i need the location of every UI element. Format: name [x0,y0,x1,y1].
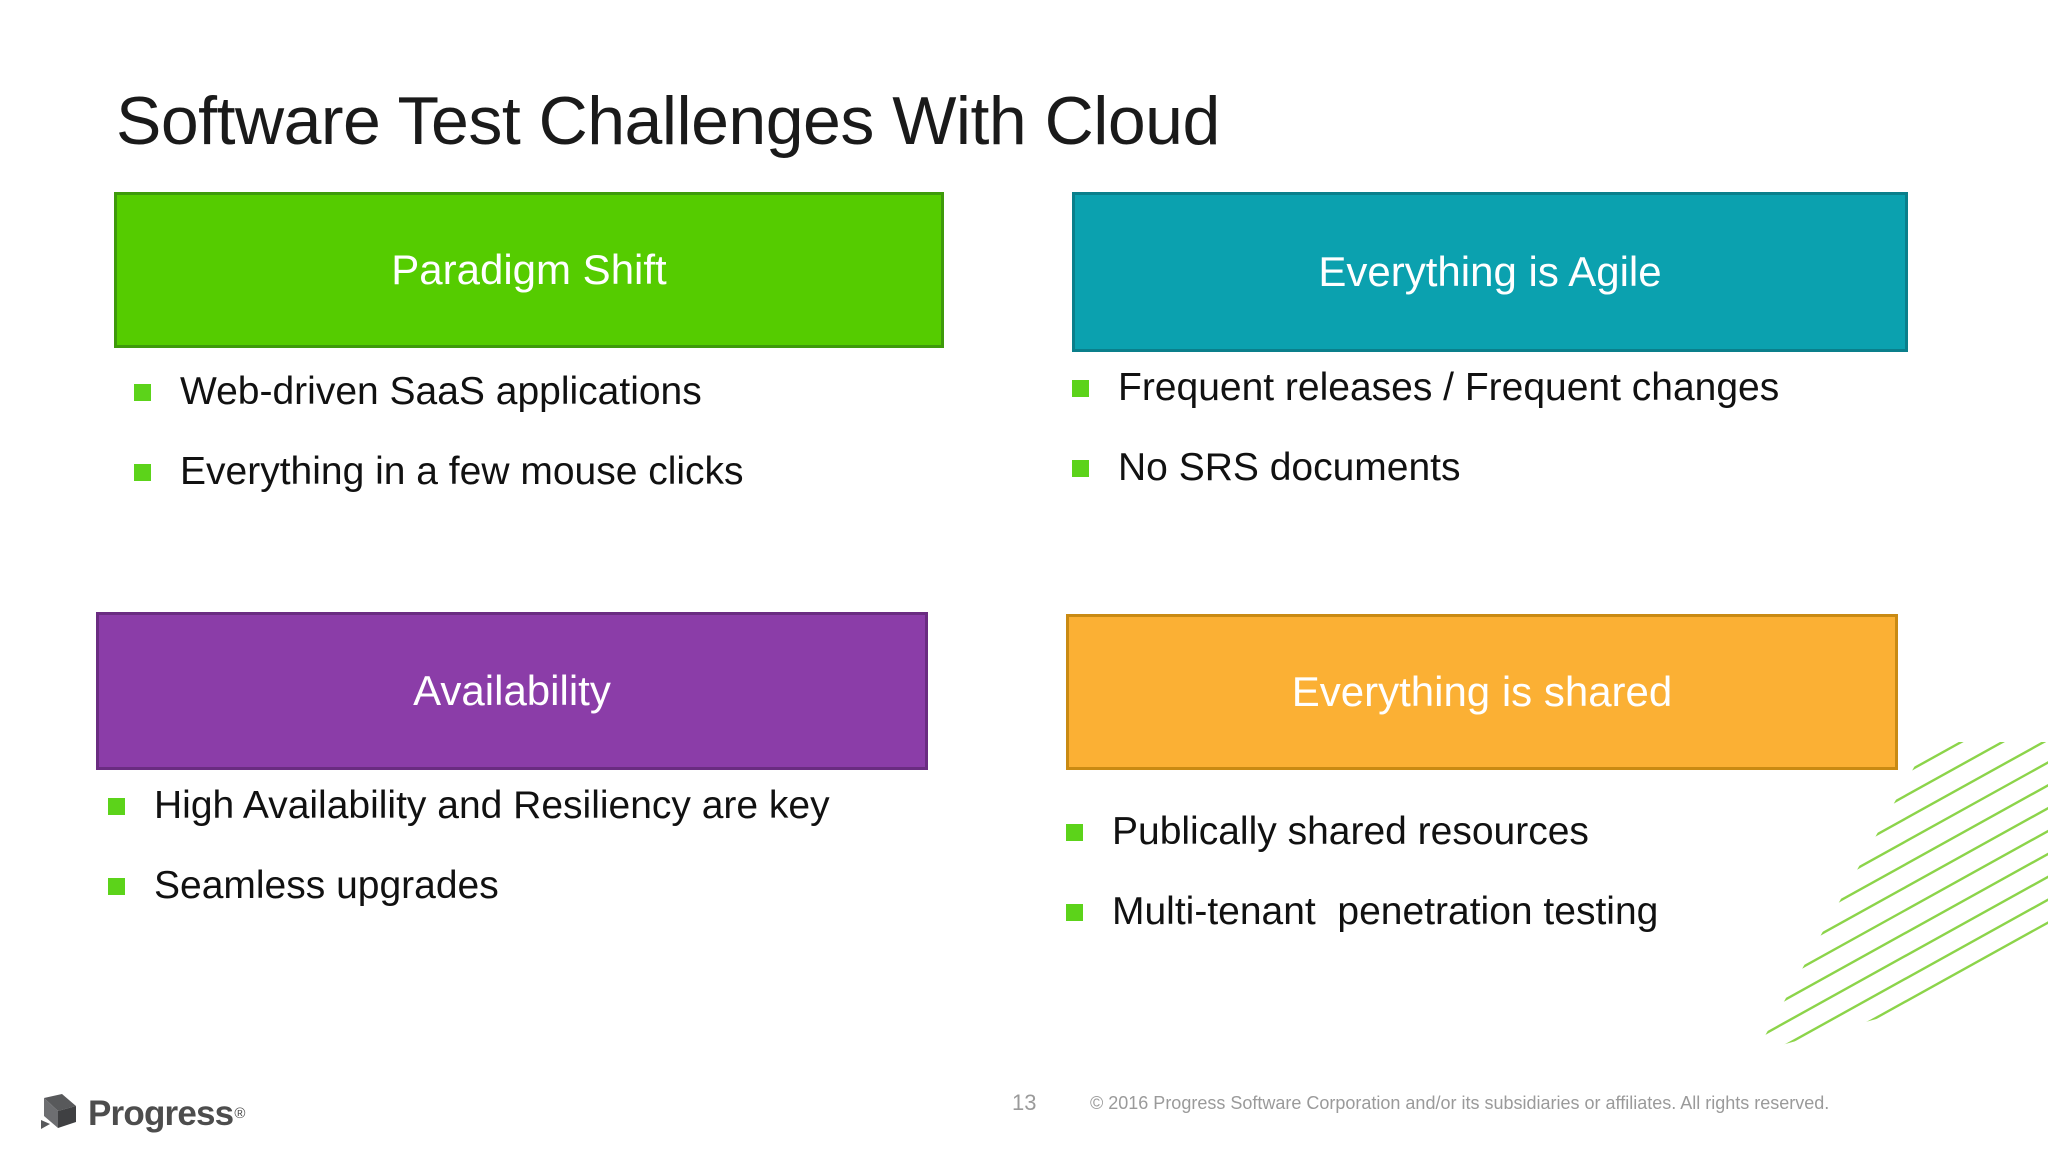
square-bullet-icon [108,798,125,815]
bullet-list-paradigm-shift: Web-driven SaaS applications Everything … [134,368,974,527]
bullet-list-availability: High Availability and Resiliency are key… [108,782,1008,941]
square-bullet-icon [1066,903,1083,921]
list-item-label: Everything in a few mouse clicks [180,449,744,493]
square-bullet-icon [1072,380,1089,397]
panel-header-availability: Availability [96,612,928,770]
list-item: High Availability and Resiliency are key [108,782,1008,830]
list-item-label: Publically shared resources [1112,810,1589,853]
list-item: Multi-tenant penetration testing [1066,888,1966,936]
list-item: No SRS documents [1072,444,1952,492]
square-bullet-icon [1072,459,1089,477]
page-number: 13 [1012,1090,1037,1115]
page-title: Software Test Challenges With Cloud [116,82,1220,159]
panel-header-everything-is-shared: Everything is shared [1066,614,1898,770]
panel-header-paradigm-shift: Paradigm Shift [114,192,944,348]
list-item: Everything in a few mouse clicks [134,448,974,496]
copyright-notice: © 2016 Progress Software Corporation and… [1090,1093,1830,1113]
progress-wordmark: Progress [88,1093,234,1133]
panel-header-label: Everything is Agile [1318,248,1662,295]
panel-header-label: Availability [413,667,611,714]
panel-header-label: Paradigm Shift [391,246,667,293]
square-bullet-icon [134,384,151,401]
progress-arrow-icon [41,1094,76,1129]
list-item-label: No SRS documents [1118,445,1461,489]
bullet-list-everything-is-agile: Frequent releases / Frequent changes No … [1072,364,1952,523]
trademark-symbol: ® [234,1104,246,1122]
list-item: Publically shared resources [1066,808,1966,856]
list-item-label: Multi-tenant penetration testing [1112,889,1659,933]
list-item-label: Seamless upgrades [154,863,499,907]
list-item-label: High Availability and Resiliency are key [154,784,830,827]
list-item-label: Frequent releases / Frequent changes [1118,366,1780,409]
bullet-list-everything-is-shared: Publically shared resources Multi-tenant… [1066,808,1966,967]
square-bullet-icon [108,877,125,895]
list-item: Seamless upgrades [108,862,1008,910]
panel-header-label: Everything is shared [1291,668,1673,715]
list-item: Web-driven SaaS applications [134,368,974,416]
list-item-label: Web-driven SaaS applications [180,370,702,413]
list-item: Frequent releases / Frequent changes [1072,364,1952,412]
progress-logo: Progress® [38,1092,245,1134]
square-bullet-icon [134,463,151,481]
panel-header-everything-is-agile: Everything is Agile [1072,192,1908,352]
square-bullet-icon [1066,824,1083,841]
